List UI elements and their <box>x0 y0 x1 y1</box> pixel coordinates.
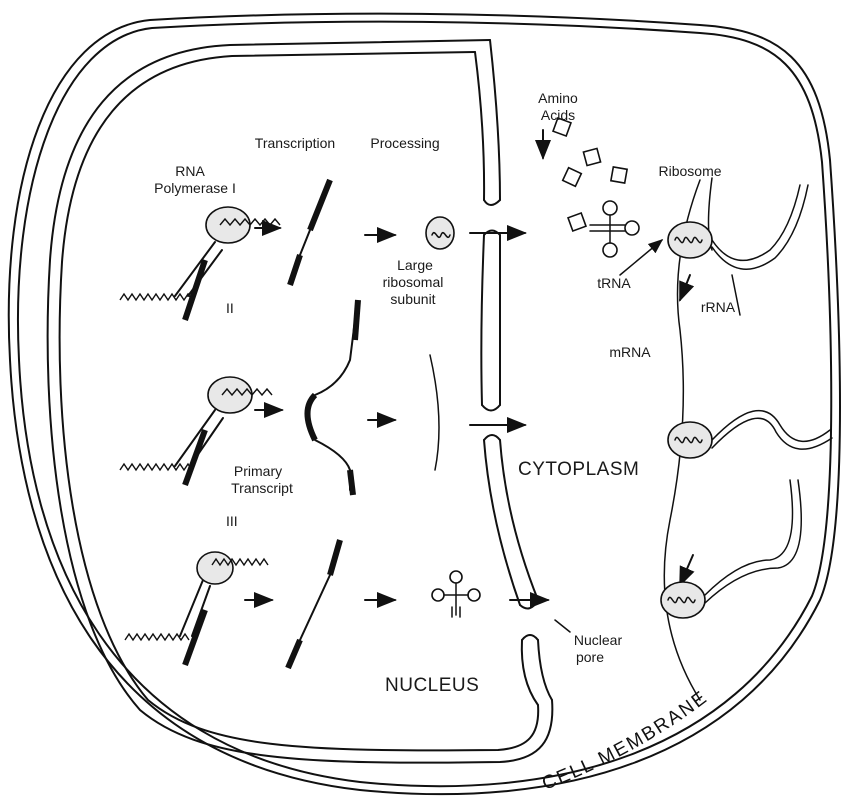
label-cytoplasm: CYTOPLASM <box>518 462 639 478</box>
cell-membrane-label-path: CELL MEMBRANE <box>539 687 712 795</box>
ribosome-1 <box>668 185 808 269</box>
cell-membrane-label: CELL MEMBRANE <box>539 687 712 795</box>
label-roman-ii: II <box>226 300 234 316</box>
ribosome-2 <box>668 411 832 458</box>
label-ribosome: Ribosome <box>658 163 721 179</box>
label-amino: Amino <box>538 90 578 106</box>
label-nuclear: Nuclear <box>574 632 622 648</box>
label-transcript: Transcript <box>231 480 293 496</box>
label-polymerase-i: Polymerase I <box>154 180 236 196</box>
polymerase-3-complex <box>125 552 272 665</box>
label-subunit: subunit <box>390 291 435 307</box>
trna-arrow <box>620 240 662 275</box>
label-processing: Processing <box>370 135 439 151</box>
label-acids: Acids <box>541 107 575 123</box>
label-roman-iii: III <box>226 513 238 529</box>
processing-3 <box>288 540 548 668</box>
label-large: Large <box>397 257 433 273</box>
trna-nuclear <box>432 571 480 617</box>
label-rna: RNA <box>175 163 205 179</box>
label-pore: pore <box>576 649 604 665</box>
polymerase-1-complex <box>120 207 280 320</box>
label-rrna: rRNA <box>701 299 735 315</box>
label-ribosomal: ribosomal <box>383 274 444 290</box>
nuclear-pore-leader <box>555 620 570 632</box>
ribosome-3 <box>661 480 801 618</box>
label-transcription: Transcription <box>255 135 335 151</box>
label-primary: Primary <box>234 463 282 479</box>
primary-transcript <box>308 300 526 495</box>
trna-cytoplasm <box>590 201 639 257</box>
label-nucleus: NUCLEUS <box>385 678 479 694</box>
label-trna: tRNA <box>597 275 630 291</box>
label-mrna: mRNA <box>609 344 650 360</box>
